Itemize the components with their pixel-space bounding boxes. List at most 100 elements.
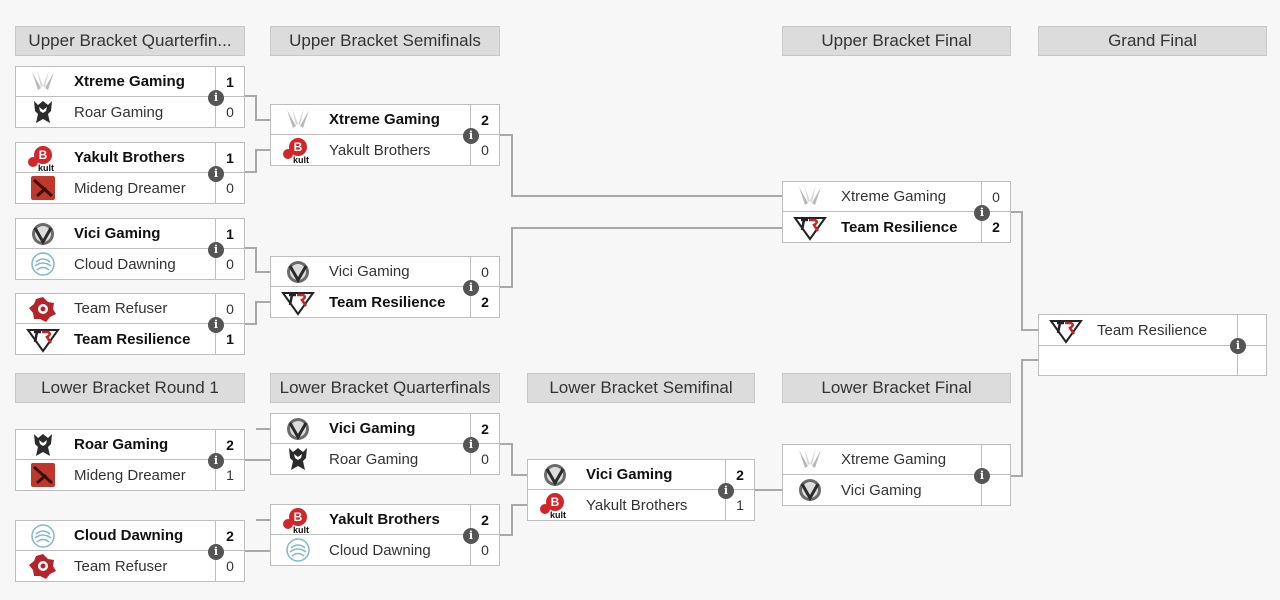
team-row[interactable]: Xtreme Gaming 2: [271, 105, 499, 135]
yakult-brothers-logo-icon: [538, 491, 572, 519]
team-score: 2: [725, 460, 754, 489]
team-score: 1: [215, 67, 244, 96]
team-row[interactable]: Vici Gaming 0: [271, 257, 499, 287]
team-row[interactable]: Vici Gaming 1: [16, 219, 244, 249]
team-score: [981, 445, 1010, 474]
match-lb-qf-2[interactable]: Yakult Brothers 2 Cloud Dawning 0 i: [270, 504, 500, 566]
match-info-icon[interactable]: i: [208, 166, 224, 182]
team-row[interactable]: Team Resilience 2: [783, 212, 1010, 242]
team-row[interactable]: Yakult Brothers 2: [271, 505, 499, 535]
match-info-icon[interactable]: i: [208, 453, 224, 469]
team-row[interactable]: Vici Gaming 2: [271, 414, 499, 444]
team-name: Team Refuser: [74, 300, 168, 317]
team-score: 0: [215, 551, 244, 581]
team-score: 0: [981, 182, 1010, 211]
match-info-icon[interactable]: i: [208, 242, 224, 258]
team-row[interactable]: Team Resilience 1: [16, 324, 244, 354]
match-info-icon[interactable]: i: [208, 90, 224, 106]
match-ub-qf-4[interactable]: Team Refuser 0 Team Resilience 1 i: [15, 293, 245, 355]
vici-gaming-logo-icon: [793, 476, 827, 504]
team-name: Mideng Dreamer: [74, 179, 186, 197]
yakult-brothers-logo-icon: [281, 506, 315, 534]
round-header-grand-final: Grand Final: [1038, 26, 1267, 56]
team-score: 0: [470, 135, 499, 165]
match-info-icon[interactable]: i: [718, 483, 734, 499]
match-info-icon[interactable]: i: [463, 437, 479, 453]
team-row[interactable]: Roar Gaming 0: [16, 97, 244, 127]
team-row[interactable]: Xtreme Gaming: [783, 445, 1010, 475]
team-row[interactable]: Team Refuser 0: [16, 551, 244, 581]
match-lb-final[interactable]: Xtreme Gaming Vici Gaming i: [782, 444, 1011, 506]
match-ub-sf-1[interactable]: Xtreme Gaming 2 Yakult Brothers 0 i: [270, 104, 500, 166]
match-lb-r1-1[interactable]: Roar Gaming 2 Mideng Dreamer 1 i: [15, 429, 245, 491]
team-name: Xtreme Gaming: [841, 188, 947, 205]
team-score: 2: [470, 414, 499, 443]
team-name: Xtreme Gaming: [841, 451, 947, 468]
vici-gaming-logo-icon: [26, 220, 60, 248]
match-info-icon[interactable]: i: [974, 205, 990, 221]
team-name: Team Resilience: [1097, 321, 1208, 339]
team-row[interactable]: Cloud Dawning 2: [16, 521, 244, 551]
team-row[interactable]: Team Refuser 0: [16, 294, 244, 324]
round-header-upper-qf: Upper Bracket Quarterfin...: [15, 26, 245, 56]
team-refuser-logo-icon: [26, 552, 60, 580]
team-row[interactable]: Vici Gaming: [783, 475, 1010, 505]
xtreme-gaming-logo-icon: [793, 446, 827, 474]
match-info-icon[interactable]: i: [974, 468, 990, 484]
team-score: 2: [981, 212, 1010, 242]
team-row[interactable]: Team Resilience: [1039, 315, 1266, 345]
team-name: Vici Gaming: [329, 263, 410, 280]
team-row[interactable]: Xtreme Gaming 0: [783, 182, 1010, 212]
team-row[interactable]: Yakult Brothers 1: [16, 143, 244, 173]
team-name: Vici Gaming: [586, 466, 673, 483]
yakult-brothers-logo-icon: [281, 136, 315, 164]
team-score: 0: [470, 444, 499, 474]
team-row[interactable]: Yakult Brothers 1: [528, 490, 754, 520]
team-row[interactable]: Xtreme Gaming 1: [16, 67, 244, 97]
team-row-empty: [1039, 345, 1266, 375]
match-ub-final[interactable]: Xtreme Gaming 0 Team Resilience 2 i: [782, 181, 1011, 243]
team-score: 2: [470, 505, 499, 534]
match-info-icon[interactable]: i: [463, 280, 479, 296]
roar-gaming-logo-icon: [26, 98, 60, 126]
match-ub-qf-2[interactable]: Yakult Brothers 1 Mideng Dreamer 0 i: [15, 142, 245, 204]
match-lb-sf[interactable]: Vici Gaming 2 Yakult Brothers 1 i: [527, 459, 755, 521]
match-info-icon[interactable]: i: [463, 128, 479, 144]
match-info-icon[interactable]: i: [1230, 338, 1246, 354]
team-row[interactable]: Cloud Dawning 0: [271, 535, 499, 565]
team-row[interactable]: Team Resilience 2: [271, 287, 499, 317]
match-ub-qf-1[interactable]: Xtreme Gaming 1 Roar Gaming 0 i: [15, 66, 245, 128]
round-header-lower-r1: Lower Bracket Round 1: [15, 373, 245, 403]
match-info-icon[interactable]: i: [208, 317, 224, 333]
team-score: 0: [470, 535, 499, 565]
team-row[interactable]: Cloud Dawning 0: [16, 249, 244, 279]
match-ub-qf-3[interactable]: Vici Gaming 1 Cloud Dawning 0 i: [15, 218, 245, 280]
match-info-icon[interactable]: i: [208, 544, 224, 560]
match-grand-final[interactable]: Team Resilience i: [1038, 314, 1267, 376]
team-name: Vici Gaming: [329, 420, 416, 437]
team-row[interactable]: Yakult Brothers 0: [271, 135, 499, 165]
team-row[interactable]: Mideng Dreamer 0: [16, 173, 244, 203]
team-name: Xtreme Gaming: [329, 111, 440, 128]
team-row[interactable]: Vici Gaming 2: [528, 460, 754, 490]
team-name: Team Refuser: [74, 557, 168, 575]
xtreme-gaming-logo-icon: [26, 68, 60, 96]
match-lb-qf-1[interactable]: Vici Gaming 2 Roar Gaming 0 i: [270, 413, 500, 475]
team-name: Yakult Brothers: [74, 149, 185, 166]
team-name: Yakult Brothers: [329, 141, 431, 159]
round-header-upper-sf: Upper Bracket Semifinals: [270, 26, 500, 56]
match-ub-sf-2[interactable]: Vici Gaming 0 Team Resilience 2 i: [270, 256, 500, 318]
team-row[interactable]: Roar Gaming 0: [271, 444, 499, 474]
cloud-dawning-logo-icon: [281, 536, 315, 564]
match-lb-r1-2[interactable]: Cloud Dawning 2 Team Refuser 0 i: [15, 520, 245, 582]
round-header-upper-final: Upper Bracket Final: [782, 26, 1011, 56]
team-name: Vici Gaming: [74, 225, 161, 242]
team-name: Team Resilience: [841, 218, 958, 236]
team-row[interactable]: Mideng Dreamer 1: [16, 460, 244, 490]
match-info-icon[interactable]: i: [463, 528, 479, 544]
team-row[interactable]: Roar Gaming 2: [16, 430, 244, 460]
team-score: 2: [215, 430, 244, 459]
xtreme-gaming-logo-icon: [793, 183, 827, 211]
roar-gaming-logo-icon: [26, 431, 60, 459]
